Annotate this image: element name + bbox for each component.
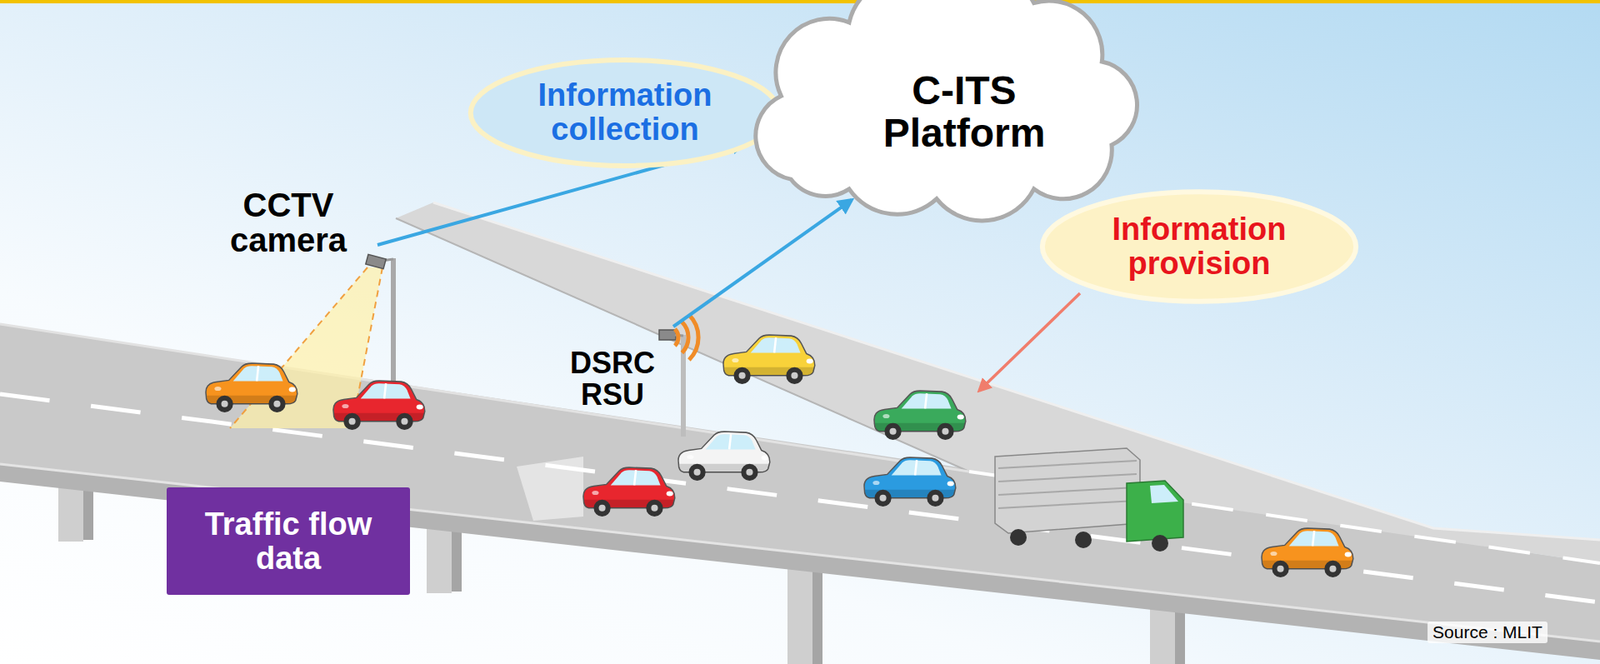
ramp-edge [433, 202, 1600, 540]
node-text: Information collection [516, 78, 734, 146]
camera-symbol [365, 254, 386, 269]
car [1261, 528, 1354, 578]
node-text: C-ITS Platform [855, 69, 1073, 155]
device-label: DSRC RSU [558, 347, 667, 411]
road-edge [0, 464, 1600, 642]
car [864, 457, 956, 507]
rsu-symbol [659, 330, 676, 340]
info-ellipse: Information provision [1035, 188, 1363, 305]
node-text: Information provision [1090, 212, 1308, 280]
truck [995, 448, 1184, 552]
info-ellipse: Information collection [464, 56, 786, 170]
top-band [0, 0, 1600, 4]
provision-arrow [979, 293, 1080, 391]
truck-window [1150, 485, 1179, 504]
main-road [0, 324, 1600, 642]
wheel [1151, 535, 1169, 552]
data-box: Traffic flow data [166, 487, 410, 595]
motion-streak [516, 456, 584, 521]
car [333, 380, 425, 430]
radio-wave [689, 315, 699, 360]
road-edge [0, 324, 970, 472]
radio-wave [675, 329, 679, 346]
ramp-edge [395, 218, 970, 472]
car [583, 467, 675, 517]
ramp-road [395, 202, 1600, 564]
truck-cab [1126, 480, 1184, 542]
wheel [1075, 531, 1092, 549]
car [678, 431, 770, 481]
cloud-shape [755, 0, 1138, 221]
wheel [1010, 529, 1027, 546]
source-note: Source : MLIT [1427, 621, 1548, 644]
device-label: CCTV camera [217, 187, 360, 258]
collection-arrow [673, 200, 852, 327]
truck-stripes [998, 460, 1137, 509]
car [205, 363, 298, 413]
node-text: Traffic flow data [180, 507, 397, 575]
radio-wave [681, 322, 689, 354]
ellipse-shape [470, 60, 780, 166]
car [723, 335, 815, 385]
truck-cargo [995, 448, 1140, 534]
car [874, 390, 966, 440]
ellipse-shape [1042, 191, 1356, 302]
